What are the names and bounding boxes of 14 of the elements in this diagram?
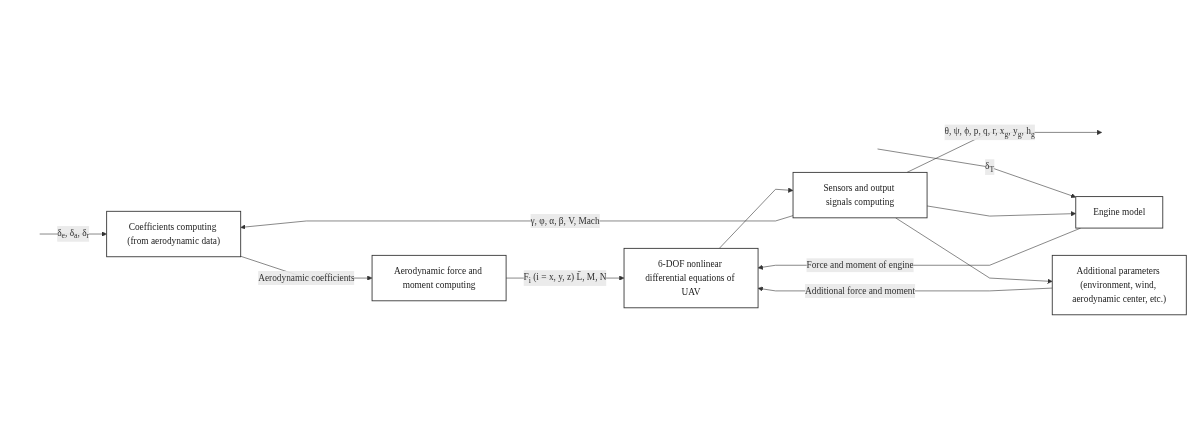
edge-label: Aerodynamic coefficients	[258, 273, 355, 283]
edge-label: θ, ψ, ϕ, p, q, r, x$_{g}$, y$_{g}$, h$_{g}$	[944, 126, 1035, 139]
edge-label: δ$_{T}$	[985, 161, 995, 174]
node-box: Coefficients computing (from aerodynamic data)	[106, 211, 242, 258]
edge-label: Additional force and moment	[805, 285, 916, 296]
node-box: Sensors and output signals computing	[792, 172, 928, 219]
edge-label: Force and moment of engine	[806, 260, 914, 271]
edge-label: δ$_{e}$, δ$_{a}$, δ$_{r}$	[57, 228, 90, 241]
node-box: 6-DOF nonlinear differential equations of UAV	[623, 248, 759, 309]
node-box: Aerodynamic force and moment computing	[371, 255, 507, 302]
edge-label: F$_{i}$ (i = x, y, z) L̄, M, N	[523, 272, 607, 285]
node-box: Additional parameters (environment, wind, aerodynamic center, etc.)	[1051, 255, 1187, 316]
edge-label: γ, φ, α, β, V, Mach	[530, 215, 600, 226]
node-box: Engine model	[1075, 196, 1164, 229]
